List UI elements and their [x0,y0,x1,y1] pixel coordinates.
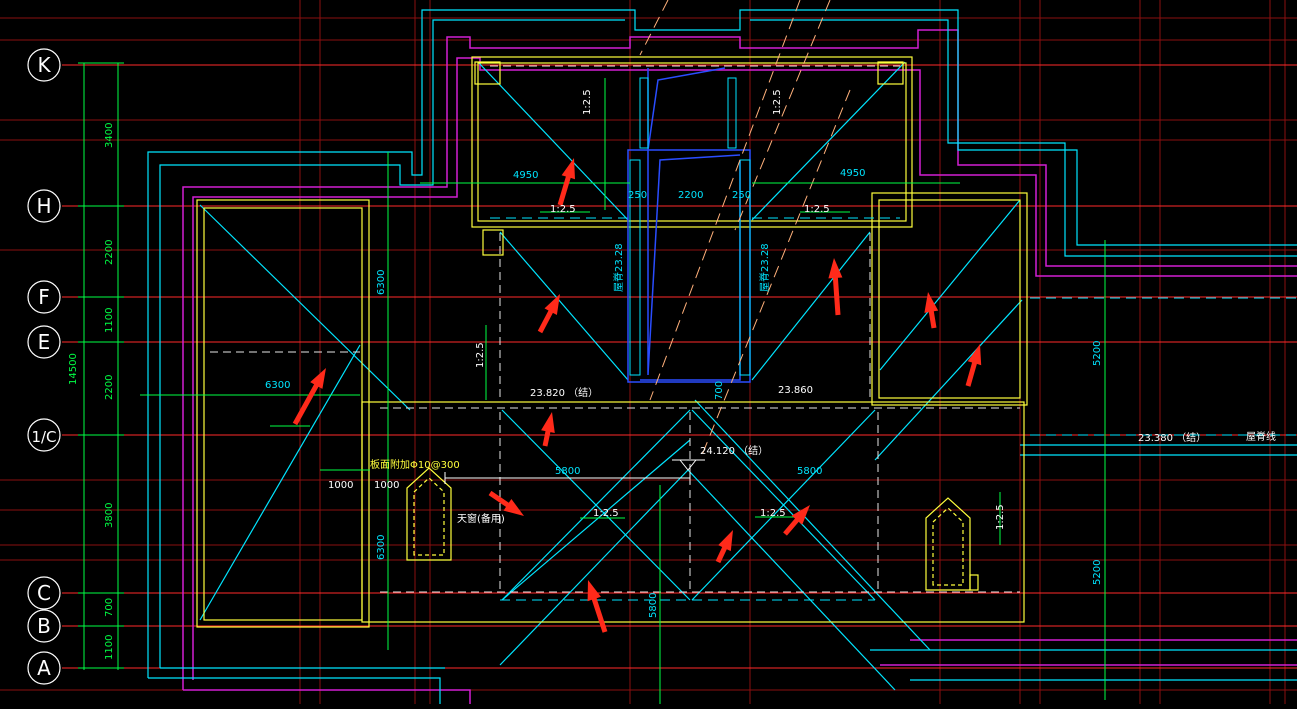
axis-bubble-E: E [27,325,61,359]
dim-4950-left: 4950 [513,170,538,181]
axis-bubble-1-C: 1/C [27,418,61,452]
slope-7: 1:2.5 [772,89,783,115]
dim-2200: 2200 [678,190,703,201]
left-dim-6: 1100 [104,635,115,660]
axis-bubble-circle [27,651,61,685]
slope-2: 1:2.5 [804,204,830,215]
axis-lines [62,64,1297,669]
slope-4: 1:2.5 [593,508,619,519]
red-arrow [924,292,939,329]
left-dim-0: 3400 [104,123,115,148]
red-arrow [965,344,982,387]
dim-5200-bot: 5200 [1092,560,1103,585]
orange-dashed-diagonals [639,0,851,461]
slope-1: 1:2.5 [550,204,576,215]
axis-bubble-label: 1/C [31,428,56,446]
elev-23860: 23.860 [778,385,813,396]
ridge-right: 屋脊23.28 [758,243,771,292]
elev-24120: 24.120 （结） [700,444,768,457]
dim-6300-v2: 6300 [376,535,387,560]
dim-6300-h: 6300 [265,380,290,391]
dimension-ticks [78,62,124,669]
axis-bubble-label: F [38,285,50,309]
slope-3: 1:2.5 [475,342,486,368]
cyan-dashed-lines [490,217,1297,601]
axis-bubble-label: K [37,53,51,77]
red-arrow [537,294,560,334]
left-dim-5: 700 [104,598,115,617]
dim-250-left: 250 [628,190,647,201]
white-dim [444,459,705,484]
axis-bubble-label: E [38,330,51,354]
dim-1000-b: 1000 [374,480,399,491]
red-arrow [541,412,555,447]
axis-bubble-circle [27,280,61,314]
axis-bubble-K: K [27,48,61,82]
dim-700: 700 [714,381,725,400]
red-arrows [292,158,982,633]
axis-bubble-circle [27,48,61,82]
red-arrow [557,158,575,206]
axis-bubble-label: H [36,194,51,218]
red-arrow [783,505,810,536]
slope-0: 1:2.5 [582,89,593,115]
dim-250-right: 250 [732,190,751,201]
dim-5800-left: 5800 [555,466,580,477]
dim-1000-a: 1000 [328,480,353,491]
red-arrow [715,530,733,564]
axis-bubbles: K H FE 1/C CBA [27,48,61,685]
axis-bubble-label: A [37,656,51,680]
dim-5800-v: 5800 [648,593,659,618]
labels: 14500 3400 2200 1100 2200 3800 700 1100 … [68,89,1276,660]
axis-bubble-circle [27,609,61,643]
total-dim-14500: 14500 [68,353,79,385]
axis-bubble-circle [27,189,61,223]
elev-23820: 23.820 （结） [530,386,598,399]
elev-23380: 23.380 （结） [1138,431,1206,444]
red-arrow [292,368,326,426]
ridge-left: 屋脊23.28 [612,243,625,292]
yellow-frames [196,56,1028,628]
dimension-lines [83,63,1106,704]
axis-bubble-circle [27,418,61,452]
axis-bubble-H: H [27,189,61,223]
red-arrow [488,490,524,516]
axis-bubble-F: F [27,280,61,314]
left-dim-3: 2200 [104,375,115,400]
outer-outline [182,29,1297,704]
note-skylight: 天窗(备用) [457,512,505,525]
red-arrow [828,258,843,316]
cyan-walls [147,9,1297,704]
axis-bubble-circle [27,325,61,359]
left-dim-4: 3800 [104,503,115,528]
dim-4950-right: 4950 [840,168,865,179]
axis-bubble-C: C [27,576,61,610]
dim-5200-top: 5200 [1092,341,1103,366]
inner-dashed-lines [210,65,1020,593]
note-eave-line: 屋脊线 [1246,430,1276,443]
left-dim-1: 2200 [104,240,115,265]
axis-bubble-B: B [27,609,61,643]
axis-bubble-circle [27,576,61,610]
left-dim-2: 1100 [104,308,115,333]
axis-bubble-label: C [37,581,51,605]
dim-6300-v1: 6300 [376,270,387,295]
note-rebar: 板面附加Φ10@300 [370,458,460,471]
slope-6: 1:2.5 [995,504,1006,530]
red-arrow [587,580,608,633]
slope-5: 1:2.5 [760,508,786,519]
dim-5800-right: 5800 [797,466,822,477]
axis-bubble-label: B [37,614,51,638]
axis-bubble-A: A [27,651,61,685]
shaft-hatching [629,77,751,376]
